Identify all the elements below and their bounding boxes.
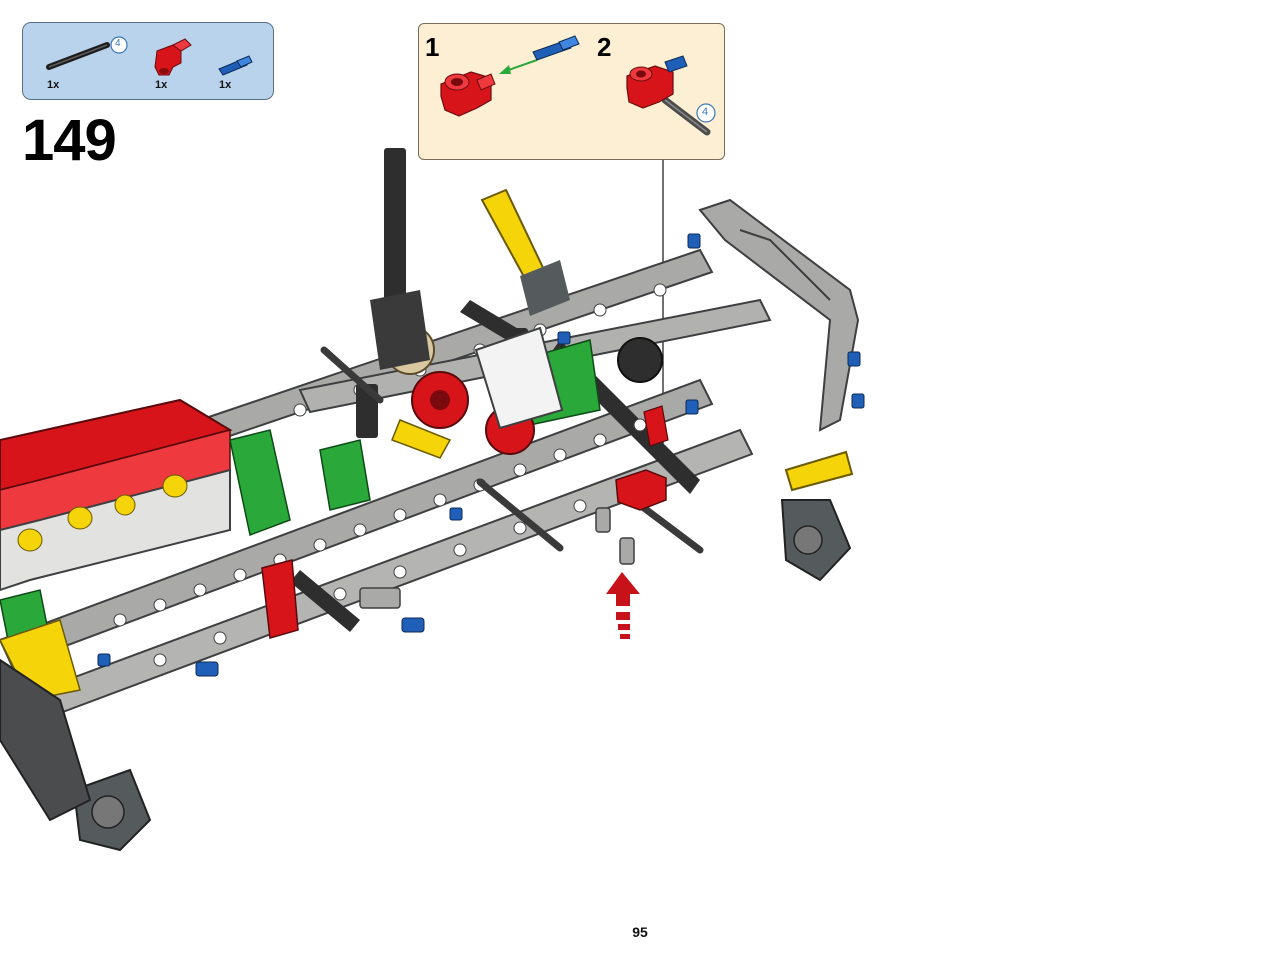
sub-step-1-connector-icon (440, 71, 496, 117)
axle-pin-icon (218, 55, 253, 76)
sub-step-2-label: 2 (597, 32, 612, 62)
white-beam (474, 326, 564, 430)
new-red-connector (261, 405, 669, 639)
angle-connector-icon (154, 38, 192, 76)
engine-block (0, 398, 233, 592)
sub-axle-length-label: 4 (702, 106, 709, 118)
quantity-axle: 1x (47, 79, 60, 91)
axle-4-icon (46, 42, 110, 70)
page-number: 95 (632, 924, 648, 940)
parts-list-box: 1x 1x 1x 4 (22, 22, 274, 100)
sub-assembly-box: 1 2 4 (418, 23, 725, 160)
blue-pins (97, 233, 865, 677)
step-number: 149 (22, 108, 117, 173)
sub-assembly-art (440, 35, 716, 136)
axle-length-label: 4 (115, 38, 121, 49)
length-badge (110, 36, 128, 54)
parts-list-art (46, 36, 253, 76)
quantity-connector: 1x (155, 79, 168, 91)
wheel-hubs (0, 499, 852, 852)
insert-arrow-icon (499, 65, 511, 74)
insert-direction-arrow (606, 572, 640, 639)
sub-step-2-assembly-icon (626, 55, 716, 136)
sub-step-1-label: 1 (425, 32, 440, 62)
yellow-parts (0, 188, 854, 701)
sub-step-1-pin-icon (532, 35, 580, 61)
gray-pins (359, 507, 635, 609)
quantity-pin: 1x (219, 79, 232, 91)
